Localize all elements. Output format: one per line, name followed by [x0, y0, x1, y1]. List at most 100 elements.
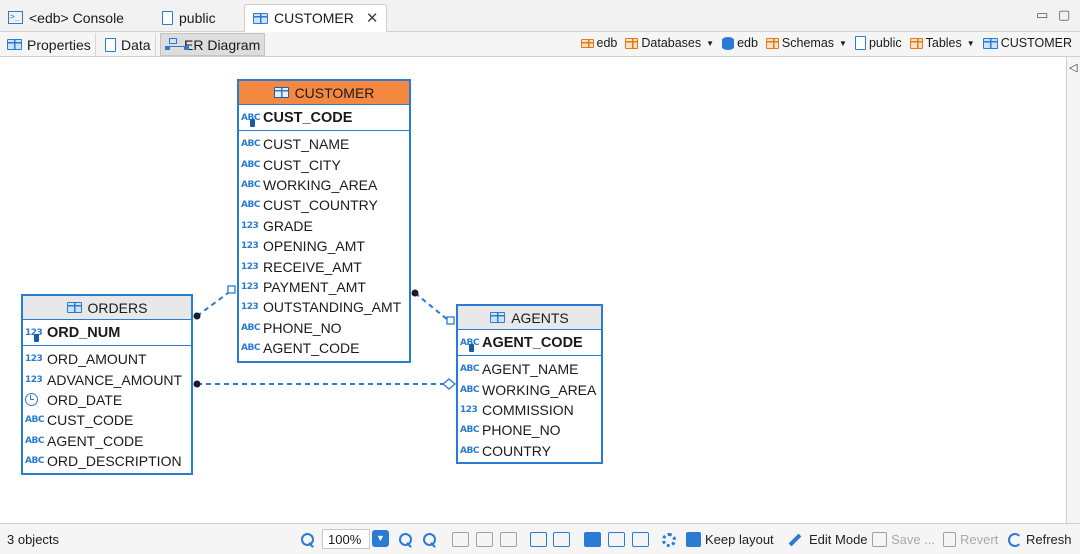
table-icon: [273, 87, 289, 98]
zoom-search-button[interactable]: [300, 530, 316, 549]
tab-console[interactable]: >_ <edb> Console: [4, 4, 124, 31]
tab-customer[interactable]: CUSTOMER ✕: [244, 4, 388, 32]
export-button[interactable]: [632, 530, 649, 549]
string-type-icon: ABC: [241, 179, 260, 190]
zoom-in-button[interactable]: [398, 530, 414, 549]
entity-primary-key[interactable]: ABC CUST_CODE: [239, 105, 409, 131]
number-type-icon: 123: [241, 220, 259, 231]
close-icon[interactable]: ✕: [365, 10, 379, 27]
export-icon: [632, 532, 649, 547]
zoom-in-icon: [398, 532, 414, 548]
tab-er-diagram[interactable]: ER Diagram: [160, 33, 266, 56]
keep-layout-button[interactable]: Keep layout: [686, 530, 774, 549]
relationship-lines: [193, 285, 457, 390]
object-count: 3 objects: [7, 532, 60, 547]
zoom-out-button[interactable]: [422, 530, 438, 549]
entity-primary-key[interactable]: 123 ORD_NUM: [23, 320, 191, 346]
fk-orders-agents[interactable]: [193, 378, 457, 390]
breadcrumb-schemas[interactable]: Schemas ▼: [765, 36, 847, 50]
print-button[interactable]: [584, 530, 601, 549]
save-label: Save ...: [891, 532, 936, 547]
number-type-icon: 123: [25, 374, 43, 385]
layout-button[interactable]: [452, 530, 469, 549]
refresh-label: Refresh: [1026, 532, 1072, 547]
entity-primary-key[interactable]: ABC AGENT_CODE: [458, 330, 601, 356]
number-type-icon: 123: [25, 354, 43, 365]
pk-name: AGENT_CODE: [482, 334, 583, 351]
sub-tab-bar: Properties Data ER Diagram edb Databases…: [0, 32, 1080, 57]
breadcrumb-connection[interactable]: edb: [580, 36, 617, 50]
breadcrumb-databases[interactable]: Databases ▼: [625, 36, 714, 50]
tab-public[interactable]: public: [158, 4, 216, 31]
fk-orders-customer[interactable]: [193, 285, 236, 320]
arrange-button[interactable]: [500, 530, 517, 549]
zoom-level-field[interactable]: 100%: [322, 529, 370, 549]
save-image-button[interactable]: [608, 530, 625, 549]
grid-button[interactable]: [476, 530, 493, 549]
notes-button[interactable]: [530, 530, 547, 549]
entity-agents-header[interactable]: AGENTS: [458, 306, 601, 330]
string-type-icon: ABC: [460, 425, 479, 436]
tab-data[interactable]: Data: [101, 33, 156, 56]
column-row[interactable]: ORD_DATE: [23, 390, 191, 410]
tab-properties[interactable]: Properties: [3, 33, 96, 56]
refresh-button[interactable]: Refresh: [1008, 530, 1072, 549]
side-panel-toggle[interactable]: ◁: [1066, 57, 1080, 523]
string-type-icon: ABC: [25, 415, 44, 426]
save-button[interactable]: Save ...: [872, 530, 935, 549]
entity-customer-header[interactable]: CUSTOMER: [239, 81, 409, 105]
breadcrumb-schema[interactable]: public: [854, 36, 902, 50]
breadcrumb-database[interactable]: edb: [722, 36, 758, 50]
primary-key-icon: ABC: [241, 112, 260, 127]
string-type-icon: ABC: [241, 200, 260, 211]
zoom-dropdown-button[interactable]: ▼: [372, 530, 389, 547]
image-icon: [608, 532, 625, 547]
string-type-icon: ABC: [460, 445, 479, 456]
pencil-icon: [788, 533, 802, 546]
settings-button[interactable]: [662, 530, 676, 549]
attributes-button[interactable]: [553, 530, 570, 549]
layout-icon: [452, 532, 469, 547]
attributes-icon: [553, 532, 570, 547]
primary-key-icon: ABC: [460, 337, 479, 352]
breadcrumb-table[interactable]: CUSTOMER: [982, 36, 1072, 50]
status-bar: 3 objects 100% ▼ Keep layout Edit Mode S…: [0, 523, 1080, 554]
revert-button[interactable]: Revert: [943, 530, 998, 549]
edit-mode-button[interactable]: Edit Mode: [788, 530, 868, 549]
chevron-down-icon: ▼: [966, 38, 975, 48]
breadcrumb-tables[interactable]: Tables ▼: [909, 36, 975, 50]
data-icon: [105, 37, 116, 52]
entity-orders-header[interactable]: ORDERS: [23, 296, 191, 320]
tab-console-label: <edb> Console: [29, 9, 124, 26]
minimize-icon[interactable]: ▭: [1036, 7, 1049, 22]
fk-customer-agents[interactable]: [411, 289, 455, 325]
maximize-icon[interactable]: ▢: [1058, 7, 1071, 22]
entity-title: AGENTS: [511, 309, 569, 326]
